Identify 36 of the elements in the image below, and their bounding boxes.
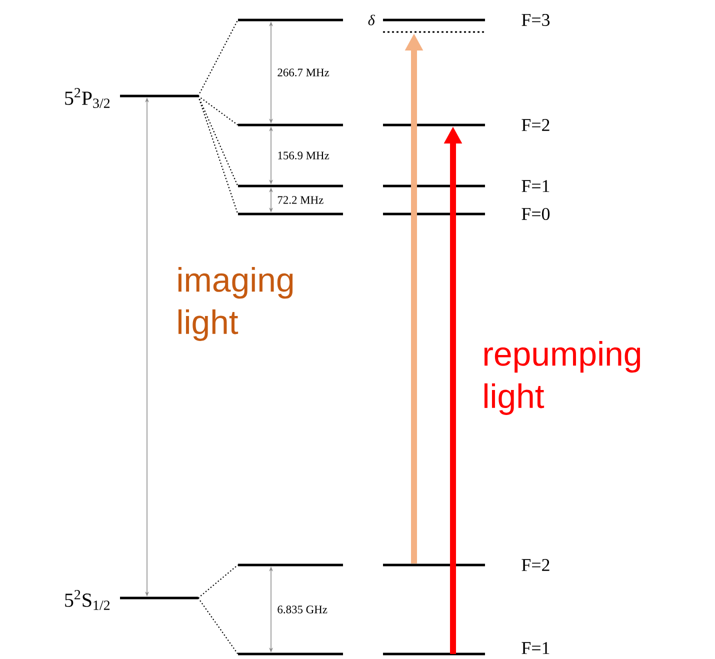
level-label: F=1 <box>522 180 550 192</box>
edge-label: 72.2 MHz <box>276 195 325 205</box>
level-label: F=2 <box>522 559 550 571</box>
dotted-line <box>198 20 238 96</box>
level-label: F=2 <box>522 119 550 131</box>
level-label: F=1 <box>522 642 550 654</box>
level-label: F=0 <box>522 208 550 220</box>
dotted-line <box>198 96 238 126</box>
edge-label: 156.9 MHz <box>276 150 330 160</box>
dotted-line <box>198 564 238 598</box>
energy-level-line <box>383 212 485 216</box>
energy-level-line <box>383 564 485 566</box>
energy-level-line <box>383 652 485 656</box>
edge-label: 266.7 MHz <box>276 68 330 78</box>
level-label: δ <box>368 14 375 26</box>
energy-level-line <box>383 124 485 126</box>
energy-level-line <box>120 596 198 600</box>
edge-label: 6.835 GHz <box>276 604 328 614</box>
energy-level-line <box>238 124 343 126</box>
energy-level-line <box>383 184 485 188</box>
energy-level-line <box>238 18 343 22</box>
dotted-line <box>198 598 238 654</box>
beam-label: repumping light <box>484 341 640 415</box>
dotted-line <box>198 96 238 186</box>
energy-level-line <box>238 652 343 656</box>
energy-level-line <box>238 564 343 566</box>
level-label: 5$^{2}$P$_{3/2}$ <box>65 88 110 108</box>
level-label: 5$^{2}$S$_{1/2}$ <box>65 590 110 610</box>
energy-level-line <box>238 184 343 188</box>
dotted-level-line <box>383 31 485 33</box>
dotted-line <box>198 96 238 214</box>
energy-level-line <box>120 94 198 98</box>
beam-label: imaging light <box>178 267 293 341</box>
energy-level-line <box>383 18 485 22</box>
energy-level-line <box>238 212 343 216</box>
level-label: F=3 <box>522 14 550 26</box>
